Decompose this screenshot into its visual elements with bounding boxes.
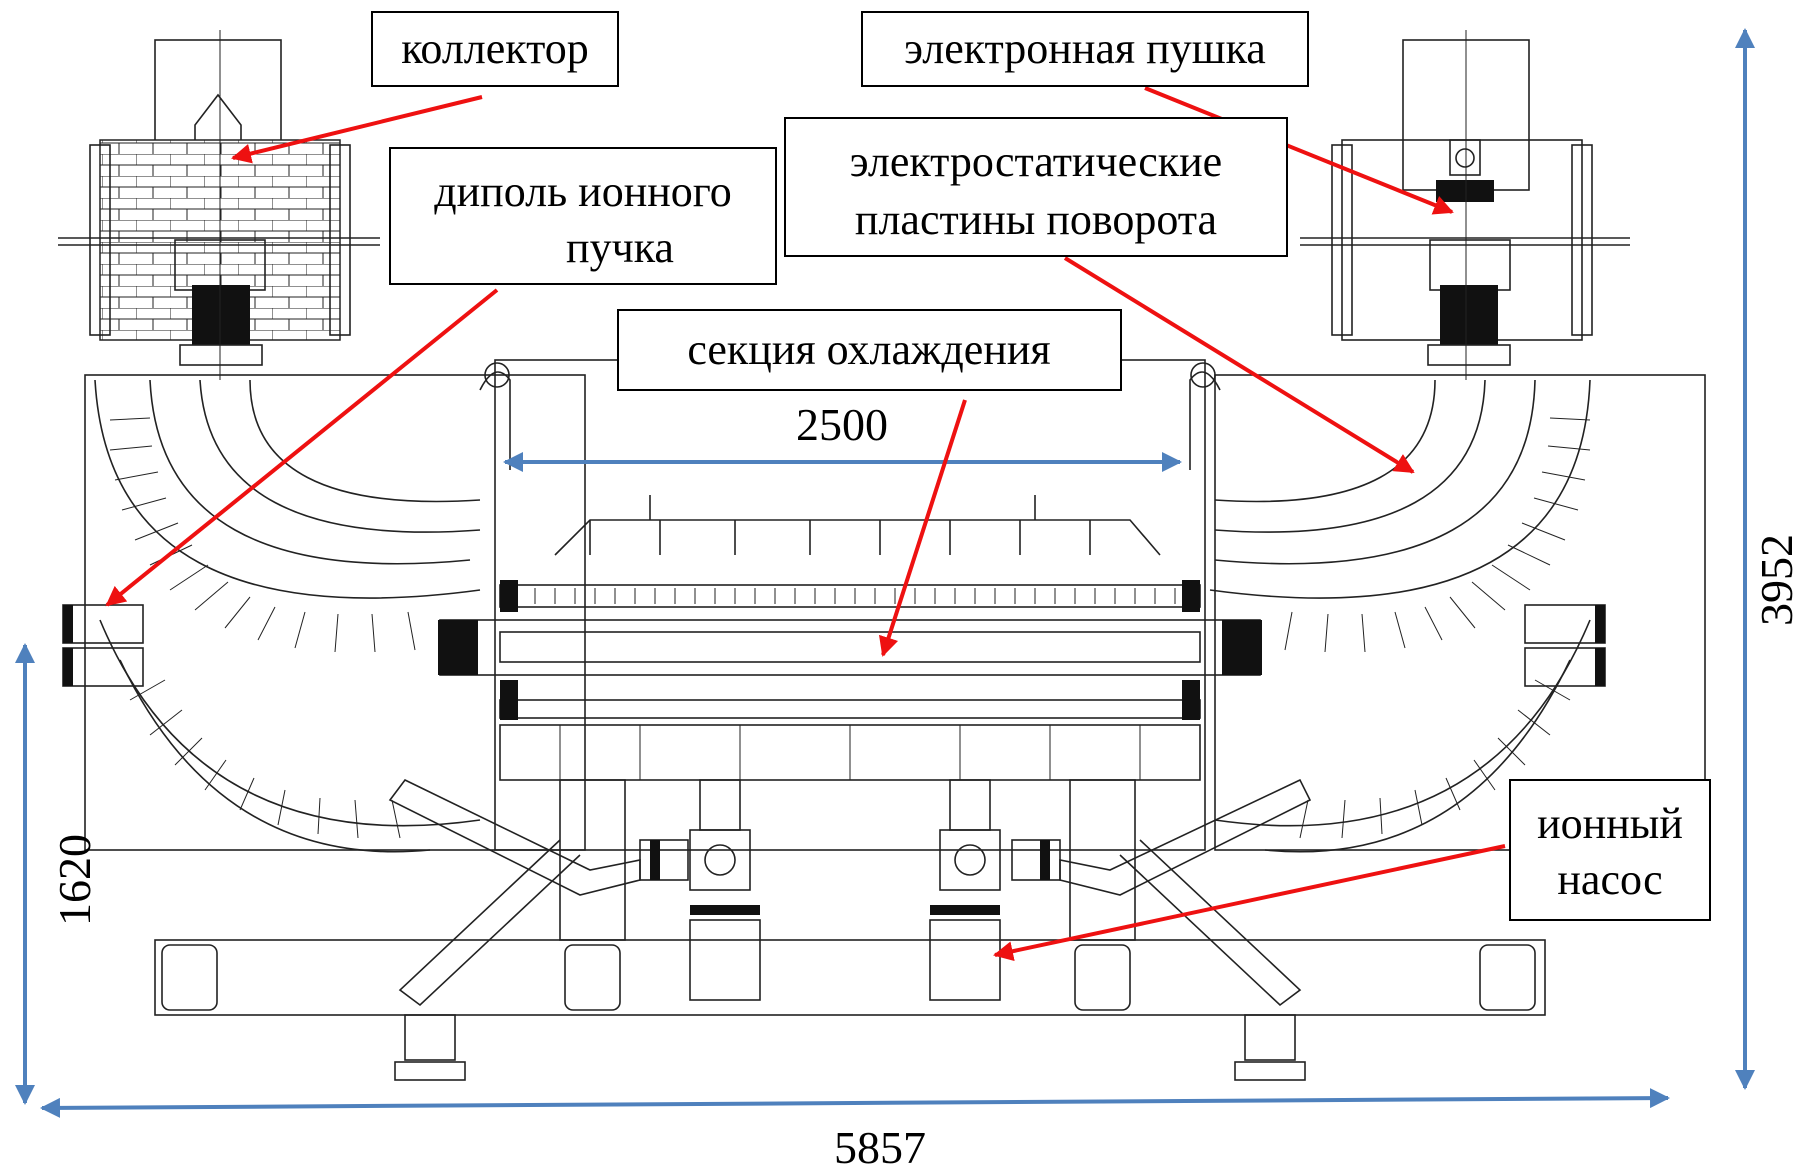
cooling-section-body xyxy=(438,359,1262,851)
label-plates: электростатические пластины поворота xyxy=(784,117,1288,257)
dim-arrow-total-width xyxy=(40,1088,1670,1118)
dim-inner-span: 2500 xyxy=(796,399,888,450)
svg-text:пучка: пучка xyxy=(566,223,674,272)
svg-text:ионный: ионный xyxy=(1537,799,1683,848)
arrow-ion-pump xyxy=(993,844,1506,962)
svg-text:коллектор: коллектор xyxy=(401,24,588,73)
svg-text:секция охлаждения: секция охлаждения xyxy=(687,325,1050,374)
left-tower xyxy=(58,30,380,380)
base-frame xyxy=(154,779,1546,1081)
arrow-collector xyxy=(231,95,483,164)
label-ion-pump: ионный насос xyxy=(1509,779,1711,921)
svg-text:диполь ионного: диполь ионного xyxy=(434,167,732,216)
callout-arrows xyxy=(105,86,1506,962)
dim-total-width: 5857 xyxy=(834,1122,926,1168)
svg-text:электронная пушка: электронная пушка xyxy=(904,24,1266,73)
label-dipole: диполь ионного пучка xyxy=(389,147,777,285)
left-bend xyxy=(62,374,586,853)
svg-text:электростатические: электростатические xyxy=(850,137,1222,186)
label-collector: коллектор xyxy=(371,11,619,87)
label-cooling-section: секция охлаждения xyxy=(617,309,1122,391)
dim-total-height: 3952 xyxy=(1751,534,1802,626)
lower-pipes xyxy=(388,778,1312,1007)
right-tower xyxy=(1300,30,1630,380)
svg-text:пластины поворота: пластины поворота xyxy=(855,195,1217,244)
svg-text:насос: насос xyxy=(1557,855,1662,904)
right-bend xyxy=(1209,374,1706,853)
arrow-dipole xyxy=(105,288,499,607)
arrow-cooling xyxy=(878,399,967,657)
arrow-plates xyxy=(1063,256,1415,474)
arrow-electron-gun xyxy=(1144,86,1454,215)
dim-partial-height: 1620 xyxy=(49,834,100,926)
label-electron-gun: электронная пушка xyxy=(861,11,1309,87)
dimension-lines xyxy=(15,28,1755,1118)
